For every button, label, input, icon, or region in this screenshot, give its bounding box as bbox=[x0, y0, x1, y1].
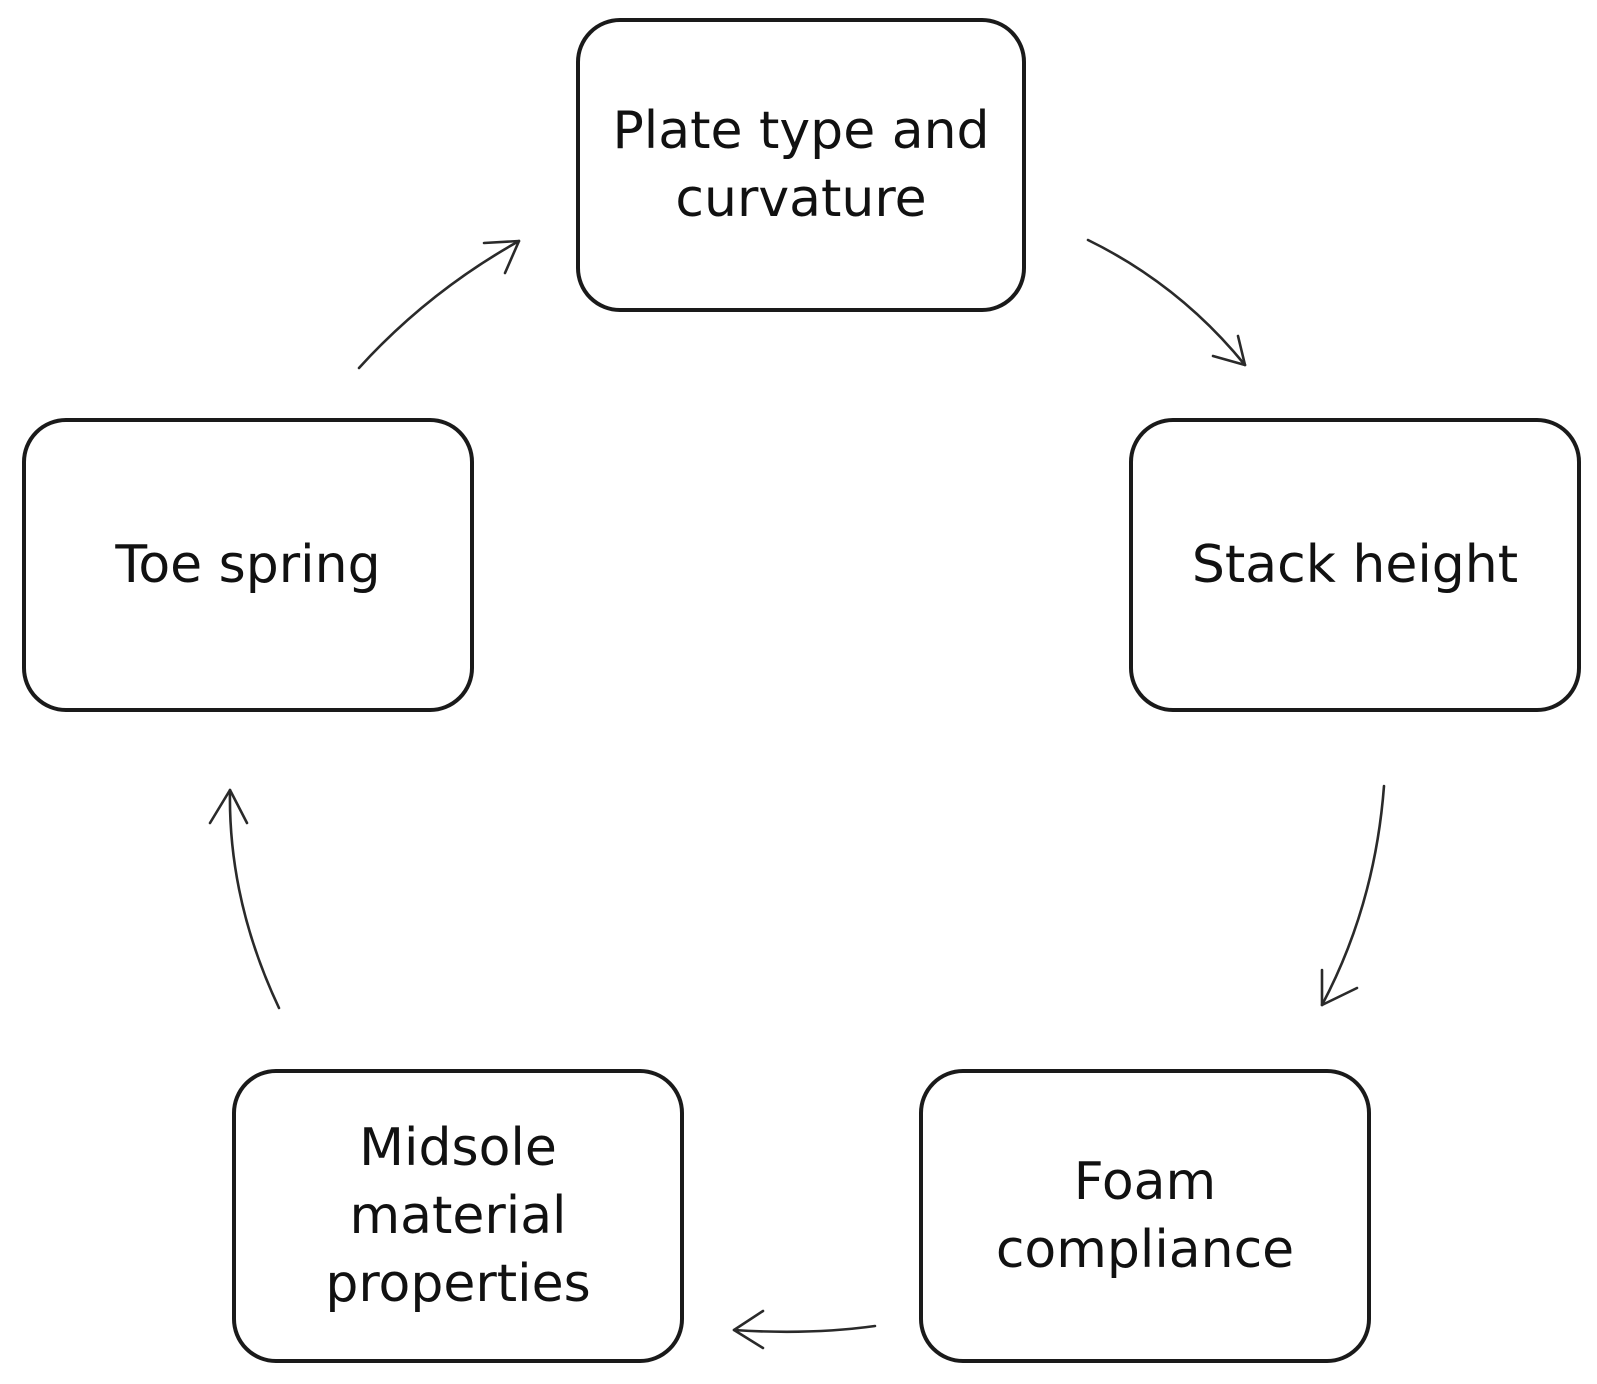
node-label-toe: Toe spring bbox=[115, 535, 381, 595]
arrow-plate-to-stack bbox=[1086, 238, 1247, 367]
node-stack-height: Stack height bbox=[1129, 418, 1581, 712]
node-label-plate: Plate type and curvature bbox=[612, 101, 990, 229]
arrowhead-toe-to-plate bbox=[482, 239, 521, 275]
node-label-midsole: Midsole material properties bbox=[325, 1118, 591, 1314]
arrow-stack-to-foam bbox=[1320, 784, 1386, 1007]
arrowhead-stack-to-foam bbox=[1320, 968, 1359, 1007]
arrow-foam-to-midsole bbox=[732, 1324, 877, 1334]
arrowhead-midsole-to-toe bbox=[208, 788, 249, 825]
node-label-stack: Stack height bbox=[1191, 535, 1519, 595]
arrowhead-foam-to-midsole bbox=[732, 1309, 765, 1350]
arrowhead-plate-to-stack bbox=[1211, 334, 1247, 367]
arrow-toe-to-plate bbox=[357, 239, 521, 370]
node-midsole-material-properties: Midsole material properties bbox=[232, 1069, 684, 1363]
node-foam-compliance: Foam compliance bbox=[919, 1069, 1371, 1363]
arrow-midsole-to-toe bbox=[228, 788, 281, 1010]
node-label-foam: Foam compliance bbox=[995, 1152, 1295, 1280]
node-plate-type-and-curvature: Plate type and curvature bbox=[576, 18, 1026, 312]
node-toe-spring: Toe spring bbox=[22, 418, 474, 712]
